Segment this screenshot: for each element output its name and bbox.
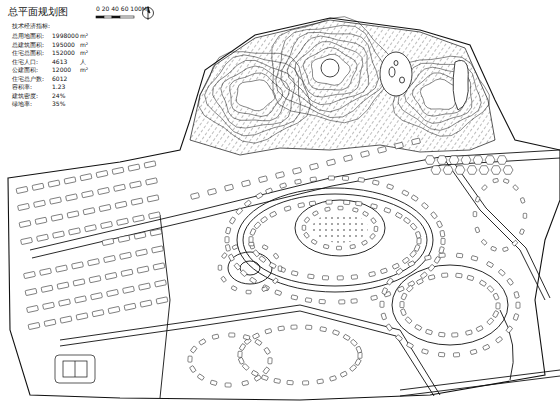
table-cell: 152000 [52, 50, 75, 57]
table-cell: 住宅人口: [12, 59, 38, 66]
table-cell: m² [80, 67, 88, 74]
table-cell: 公建面积: [12, 67, 38, 74]
sports-field [55, 355, 95, 383]
table-cell: 建筑密度: [12, 93, 38, 100]
site-boundary [8, 18, 560, 400]
table-cell: 住宅总面积: [12, 50, 44, 57]
scale-text: 0 20 40 60 100M [96, 6, 147, 13]
table-cell: 1.23 [52, 84, 65, 91]
pond [321, 52, 468, 110]
table-cell: 195000 [52, 42, 75, 49]
contour-lines [199, 17, 490, 144]
table-cell: 1998000 [52, 33, 79, 40]
roads [30, 150, 560, 398]
table-cell: 总用地面积: [12, 33, 44, 40]
mountain-terrain [190, 20, 495, 155]
table-cell: m² [80, 33, 88, 40]
table-cell: 容积率: [12, 84, 32, 91]
table-heading: 技术经济指标: [12, 23, 50, 30]
table-cell: 24% [52, 93, 65, 100]
table-cell: 住宅总户数: [12, 76, 44, 83]
table-cell: 人 [80, 59, 86, 66]
table-cell: 35% [52, 101, 65, 108]
table-cell: 总建筑面积: [12, 42, 44, 49]
table-cell: 绿地率: [12, 101, 32, 108]
table-cell: 6012 [52, 76, 67, 83]
plan-title: 总平面规划图 [8, 6, 68, 17]
building-footprints [16, 138, 527, 387]
table-cell: 12000 [52, 67, 71, 74]
table-cell: 4613 [52, 59, 67, 66]
table-cell: m² [80, 50, 88, 57]
scale-bar [96, 16, 134, 18]
table-cell: m² [80, 42, 88, 49]
